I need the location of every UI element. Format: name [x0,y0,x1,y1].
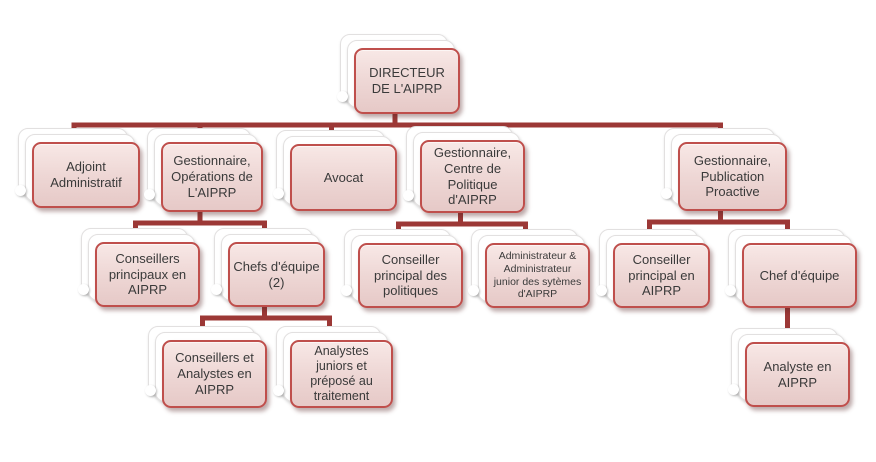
org-node-label: Conseiller principal en AIPRP [628,251,695,299]
org-node-card: Chef d'équipe [742,243,857,308]
org-node-card: Conseillers principaux en AIPRP [95,242,200,307]
org-node-card: Adjoint Administratif [32,142,140,208]
org-node-label: Gestionnaire, Centre de Politique d'AIPR… [433,144,512,208]
page-curl [144,189,155,200]
org-node-label: Gestionnaire, Publication Proactive [693,152,772,200]
page-curl [15,185,26,196]
org-node-card: Administrateur & Administrateur junior d… [485,243,590,308]
org-node-card: Gestionnaire, Centre de Politique d'AIPR… [420,140,525,213]
page-curl [728,384,739,395]
org-node-cons-pol: Conseiller principal des politiques [341,229,463,308]
page-curl [403,190,414,201]
org-node-cons-aiprp: Conseiller principal en AIPRP [596,229,710,308]
page-curl [725,285,736,296]
org-node-analyste: Analyste en AIPRP [728,328,850,407]
org-node-label: Administrateur & Administrateur junior d… [493,249,582,301]
org-node-card: Gestionnaire, Opérations de L'AIPRP [161,142,263,212]
org-node-label: Analystes juniors et préposé au traiteme… [310,343,373,404]
org-node-card: Conseillers et Analystes en AIPRP [162,340,267,408]
org-node-directeur: DIRECTEUR DE L'AIPRP [337,34,460,114]
page-curl [661,188,672,199]
page-curl [78,284,89,295]
page-curl [273,188,284,199]
page-curl [211,284,222,295]
org-node-card: Analystes juniors et préposé au traiteme… [290,340,393,408]
org-node-label: Adjoint Administratif [50,159,122,190]
org-node-label: Chef d'équipe [759,267,840,283]
page-curl [337,91,348,102]
org-node-chefs-equipe: Chefs d'équipe (2) [211,228,325,307]
org-node-admin-sys: Administrateur & Administrateur junior d… [468,229,590,308]
org-node-gest-centre: Gestionnaire, Centre de Politique d'AIPR… [403,126,525,213]
org-node-label: Conseillers et Analystes en AIPRP [175,350,254,397]
org-node-card: Gestionnaire, Publication Proactive [678,142,787,211]
org-node-card: Conseiller principal des politiques [358,243,463,308]
org-node-card: Avocat [290,144,397,211]
org-node-chef-equipe: Chef d'équipe [725,229,857,308]
org-node-label: Avocat [323,169,364,185]
org-node-avocat: Avocat [273,130,397,211]
page-curl [273,385,284,396]
page-curl [468,285,479,296]
org-node-label: Analyste en AIPRP [763,358,832,390]
org-node-label: Chefs d'équipe (2) [233,258,320,290]
org-node-gest-ops: Gestionnaire, Opérations de L'AIPRP [144,128,263,212]
org-node-card: Conseiller principal en AIPRP [613,243,710,308]
page-curl [341,285,352,296]
org-node-cons-analystes: Conseillers et Analystes en AIPRP [145,326,267,408]
page-curl [596,285,607,296]
page-curl [145,385,156,396]
org-node-gest-pub: Gestionnaire, Publication Proactive [661,128,787,211]
org-node-label: Conseiller principal des politiques [374,251,447,299]
org-node-card: DIRECTEUR DE L'AIPRP [354,48,460,114]
org-node-label: DIRECTEUR DE L'AIPRP [369,65,445,96]
org-node-card: Analyste en AIPRP [745,342,850,407]
org-node-card: Chefs d'équipe (2) [228,242,325,307]
org-node-label: Gestionnaire, Opérations de L'AIPRP [171,153,253,200]
org-node-analystes-jun: Analystes juniors et préposé au traiteme… [273,326,393,408]
org-node-adjoint: Adjoint Administratif [15,128,140,208]
org-node-label: Conseillers principaux en AIPRP [108,250,187,298]
org-node-cons-princ: Conseillers principaux en AIPRP [78,228,200,307]
